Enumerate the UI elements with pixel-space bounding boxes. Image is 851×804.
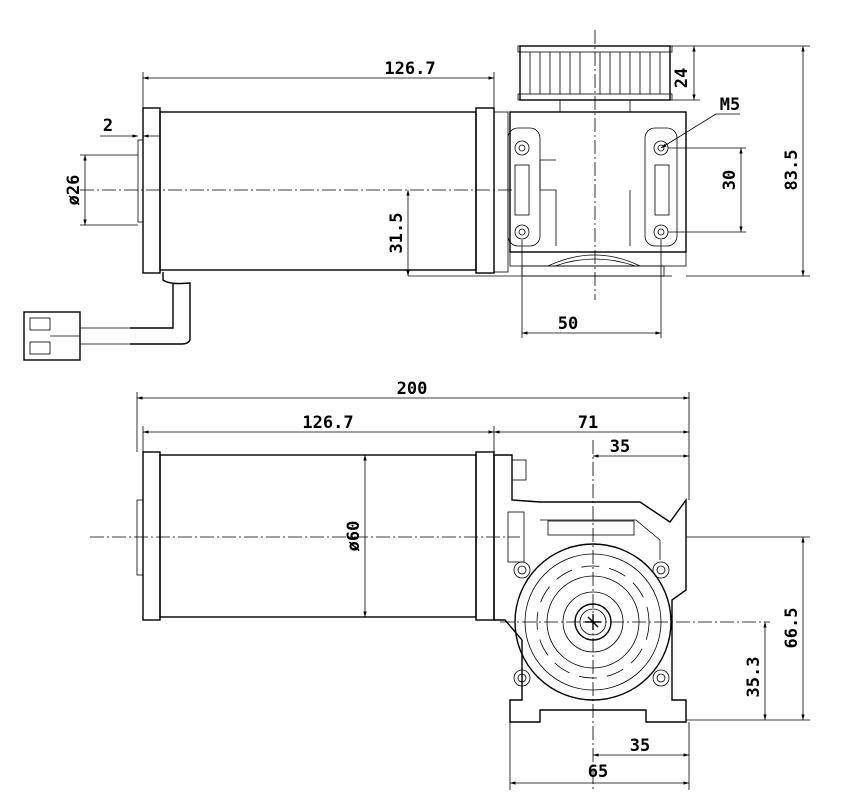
top-view: 126.7 2 ø26 31.5 24 M5 30 83.5 [23,30,810,361]
mount-hole [514,224,530,240]
dim-label-base-width: 65 [588,762,608,782]
gearbox-body [509,111,687,253]
cable [130,272,191,345]
dim-label-base-half-width: 35 [630,736,650,756]
motor-body [159,111,477,271]
mount-hole [513,669,531,687]
dim-label-shaft-diameter: ø26 [64,175,84,206]
rear-shaft-stub [137,139,144,223]
dim-label-gearbox-length: 71 [578,413,598,433]
dim-label-motor-length: 126.7 [384,59,435,79]
dim-label-total-height: 83.5 [782,150,802,191]
motor-front-flange [475,451,495,621]
pulley-teeth [529,52,661,94]
motor-rear-cap [142,451,161,621]
dim-label-overall-length: 200 [397,379,428,399]
bolt-head [511,459,527,481]
dim-label-mount-spacing-h: 50 [558,314,578,334]
mount-hole [652,669,670,687]
mount-hole [653,224,669,240]
flange-plate [493,111,509,273]
mount-hole [652,561,670,579]
label-thread: M5 [720,95,740,115]
dim-label-pulley-height: 24 [672,68,692,88]
mount-hole [514,140,530,156]
motor-body [159,454,477,618]
dim-label-axis-height: 31.5 [387,213,407,254]
gearbox-outline [493,454,687,723]
right-mount-lug [644,127,678,247]
dim-label-motor-diameter: ø60 [344,521,364,552]
dim-label-motor-length: 126.7 [302,413,353,433]
front-view: 200 126.7 71 35 ø60 66.5 35.3 35 65 [90,379,810,790]
thread-leader [660,113,717,149]
dim-label-flange-thickness: 2 [103,116,113,136]
motor-front-flange [475,107,495,274]
dim-label-output-axis-height: 35.3 [744,657,764,698]
dim-label-gearbox-half: 35 [610,437,630,457]
motor-rear-cap [142,107,161,274]
dim-label-mount-spacing-v: 30 [720,170,740,190]
mount-hole [513,561,531,579]
dim-label-gearbox-height: 66.5 [782,608,802,649]
